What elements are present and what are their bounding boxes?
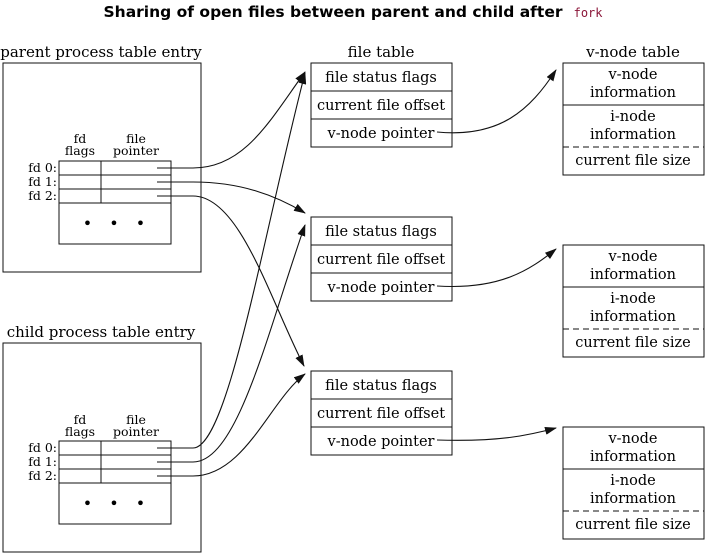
file-status-flags-3: file status flags <box>325 378 437 394</box>
vnode-info-3a: v-node <box>607 431 657 447</box>
vnode-info-3b: information <box>590 449 676 465</box>
inode-info-3a: i-node <box>610 473 655 489</box>
diagram-title: Sharing of open files between parent and… <box>104 2 604 21</box>
file-table-entry-3: file status flags current file offset v-… <box>310 370 453 456</box>
current-file-offset-3: current file offset <box>317 406 445 422</box>
vnode-info-2b: information <box>590 267 676 283</box>
inode-info-1a: i-node <box>610 109 655 125</box>
vnode-pointer-2: v-node pointer <box>327 280 435 296</box>
parent-col-file-pointer-2: pointer <box>113 143 159 158</box>
child-outer-box <box>2 342 202 553</box>
child-col-file-pointer-2: pointer <box>113 424 159 439</box>
child-ellipsis: • • • <box>83 494 151 513</box>
inode-info-2b: information <box>590 309 676 325</box>
file-table-header: file table <box>348 43 415 61</box>
arrow-parent-fd1 <box>192 181 306 214</box>
arrow-child-fd2 <box>192 373 306 477</box>
arrow-parent-fd0 <box>192 71 306 169</box>
inode-info-2a: i-node <box>610 291 655 307</box>
inode-info-1b: information <box>590 127 676 143</box>
current-file-offset-1: current file offset <box>317 98 445 114</box>
child-row-fd2: fd 2: <box>28 468 57 483</box>
parent-row-fd0: fd 0: <box>28 160 57 175</box>
arrow-child-fd1 <box>192 224 306 463</box>
child-row-fd1: fd 1: <box>28 454 57 469</box>
child-col-fd-flags-1: fd <box>74 412 87 427</box>
file-table-entry-2: file status flags current file offset v-… <box>310 216 453 302</box>
parent-col-fd-flags-1: fd <box>74 131 87 146</box>
file-status-flags-2: file status flags <box>325 224 437 240</box>
arrow-vnode-pointer-1 <box>436 69 557 134</box>
parent-table-header: parent process table entry <box>0 43 202 61</box>
parent-ellipsis: • • • <box>83 214 151 233</box>
parent-col-file-pointer-1: file <box>126 131 146 146</box>
child-row-fd0: fd 0: <box>28 440 57 455</box>
child-col-fd-flags-2: flags <box>65 424 95 439</box>
arrow-vnode-pointer-3 <box>436 426 557 441</box>
arrow-parent-fd2 <box>192 195 305 367</box>
vnode-pointer-1: v-node pointer <box>327 126 435 142</box>
vnode-entry-1: v-node information i-node information cu… <box>562 62 705 176</box>
parent-col-fd-flags-2: flags <box>65 143 95 158</box>
file-size-3: current file size <box>575 517 690 533</box>
vnode-entry-3: v-node information i-node information cu… <box>562 426 705 540</box>
arrow-child-fd0 <box>192 72 307 449</box>
vnode-table-header: v-node table <box>585 43 680 61</box>
child-process-table: fd flags file pointer fd 0: fd 1: fd 2: … <box>2 342 202 553</box>
parent-row-fd2: fd 2: <box>28 188 57 203</box>
inode-info-3b: information <box>590 491 676 507</box>
parent-row-fd1: fd 1: <box>28 174 57 189</box>
parent-process-table: fd flags file pointer fd 0: fd 1: fd 2: … <box>2 62 202 273</box>
child-table-header: child process table entry <box>7 323 196 341</box>
file-size-1: current file size <box>575 153 690 169</box>
vnode-entry-2: v-node information i-node information cu… <box>562 244 705 358</box>
file-table-entry-1: file status flags current file offset v-… <box>310 62 453 148</box>
vnode-info-2a: v-node <box>607 249 657 265</box>
child-col-file-pointer-1: file <box>126 412 146 427</box>
vnode-pointer-3: v-node pointer <box>327 434 435 450</box>
vnode-info-1a: v-node <box>607 67 657 83</box>
current-file-offset-2: current file offset <box>317 252 445 268</box>
file-status-flags-1: file status flags <box>325 70 437 86</box>
arrow-vnode-pointer-2 <box>436 248 557 288</box>
vnode-info-1b: information <box>590 85 676 101</box>
file-size-2: current file size <box>575 335 690 351</box>
